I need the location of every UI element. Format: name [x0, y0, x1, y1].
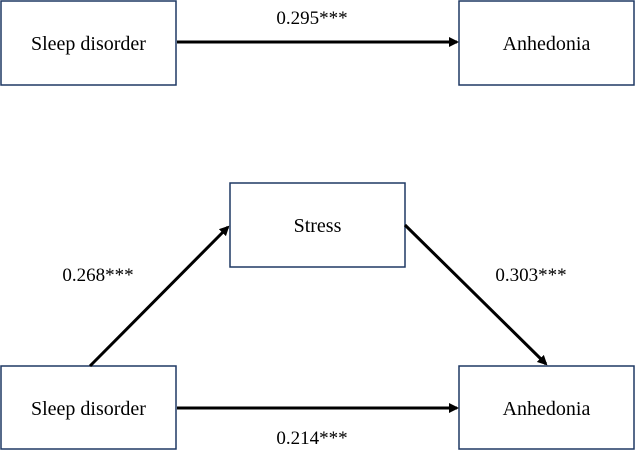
coef-b-path: 0.303***: [495, 265, 566, 286]
coef-c-path: 0.295***: [276, 8, 347, 29]
box-stress: [229, 182, 406, 268]
label-sleep-disorder-bottom: Sleep disorder: [31, 398, 146, 420]
arrow-b-path: [403, 223, 548, 366]
coef-c-prime-path: 0.214***: [276, 428, 347, 449]
box-sleep-disorder-top: [0, 0, 177, 86]
label-stress: Stress: [294, 215, 342, 237]
label-anhedonia-bottom: Anhedonia: [503, 398, 591, 420]
coef-a-path: 0.268***: [62, 265, 133, 286]
mediation-model: Stress Sleep disorder Anhedonia 0.268***…: [0, 182, 635, 450]
arrow-a-path: [88, 225, 230, 368]
box-sleep-disorder-bottom: [0, 365, 177, 450]
box-anhedonia-top: [458, 0, 635, 86]
label-anhedonia-top: Anhedonia: [503, 33, 591, 55]
total-effect-model: Sleep disorder Anhedonia 0.295***: [0, 0, 635, 86]
label-sleep-disorder-top: Sleep disorder: [31, 33, 146, 55]
box-anhedonia-bottom: [458, 365, 635, 450]
